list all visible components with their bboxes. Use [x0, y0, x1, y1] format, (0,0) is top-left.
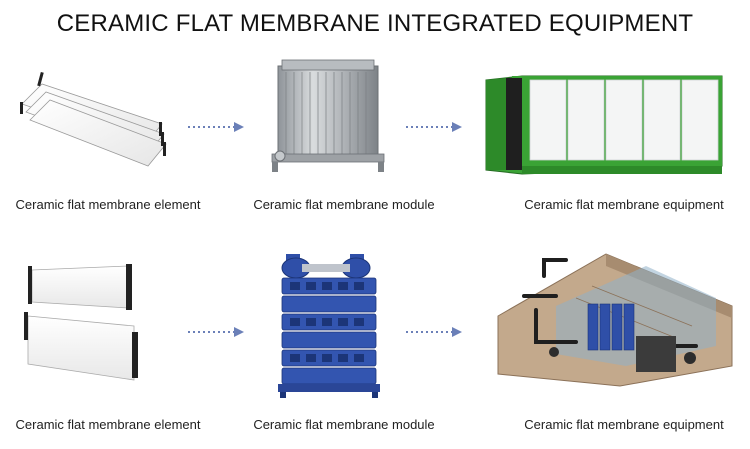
page-title: CERAMIC FLAT MEMBRANE INTEGRATED EQUIPME…: [56, 10, 694, 37]
stainless-membrane-module-image: [266, 56, 392, 176]
tank-equipment-image: [496, 246, 736, 388]
caption-equipment-row2: Ceramic flat membrane equipment: [524, 417, 724, 432]
caption-element-row2: Ceramic flat membrane element: [15, 417, 201, 432]
membrane-element-pair-image: [18, 262, 148, 384]
containerized-equipment-image: [482, 70, 732, 182]
caption-module-row1: Ceramic flat membrane module: [253, 197, 435, 212]
flow-arrow-icon: [404, 325, 464, 339]
flow-arrow-icon: [186, 120, 246, 134]
caption-element-row1: Ceramic flat membrane element: [15, 197, 201, 212]
caption-module-row2: Ceramic flat membrane module: [253, 417, 435, 432]
flow-arrow-icon: [404, 120, 464, 134]
caption-equipment-row1: Ceramic flat membrane equipment: [524, 197, 724, 212]
membrane-element-stack-image: [12, 64, 172, 179]
flow-arrow-icon: [186, 325, 246, 339]
blue-membrane-module-image: [272, 250, 388, 400]
